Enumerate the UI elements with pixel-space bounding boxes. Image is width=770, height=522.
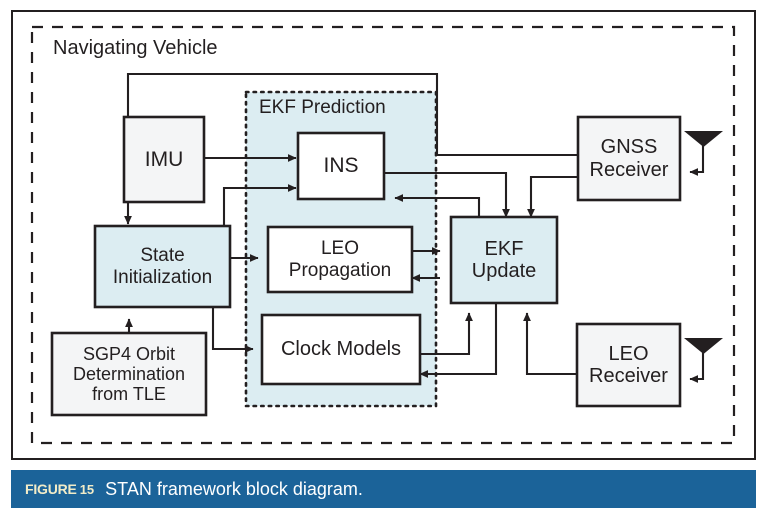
edge-ekfupdate-to-clockmodels bbox=[419, 303, 498, 378]
navigating-vehicle-region bbox=[30, 25, 736, 445]
leo-antenna-icon bbox=[684, 338, 723, 354]
block-leo-receiver[interactable] bbox=[575, 322, 682, 408]
figure-caption-number: 15 bbox=[79, 481, 95, 497]
block-clock-models[interactable] bbox=[260, 313, 422, 386]
edge-gnss-to-ekfupdate bbox=[527, 175, 578, 218]
block-gnss-receiver[interactable] bbox=[576, 115, 682, 202]
edge-stateinit-to-ins bbox=[222, 184, 297, 225]
edge-ins-to-ekfupdate bbox=[384, 171, 510, 218]
block-ins[interactable] bbox=[296, 131, 386, 201]
edge-leo-antenna-to-receiver bbox=[689, 352, 705, 383]
edge-gnss-antenna-to-receiver bbox=[689, 145, 705, 176]
block-ekf-update[interactable] bbox=[449, 215, 559, 305]
block-diagram bbox=[30, 25, 736, 445]
figure-caption-tag: FIGURE bbox=[25, 481, 77, 497]
block-state-initialization[interactable] bbox=[93, 224, 232, 309]
figure-caption-text: STAN framework block diagram. bbox=[105, 478, 363, 499]
figure-frame: Navigating Vehicle EKF Prediction IMU IN… bbox=[11, 10, 756, 460]
block-sgp4-orbit-determination[interactable] bbox=[50, 331, 208, 417]
block-imu[interactable] bbox=[122, 115, 206, 204]
edge-clockmodels-to-ekfupdate bbox=[420, 312, 473, 356]
figure-caption-bar: FIGURE 15 STAN framework block diagram. bbox=[11, 470, 756, 508]
block-leo-propagation[interactable] bbox=[266, 225, 414, 294]
edge-leoreceiver-to-ekfupdate bbox=[523, 312, 577, 376]
edge-stateinit-to-clockmodels bbox=[211, 306, 254, 353]
gnss-antenna-icon bbox=[684, 131, 723, 147]
